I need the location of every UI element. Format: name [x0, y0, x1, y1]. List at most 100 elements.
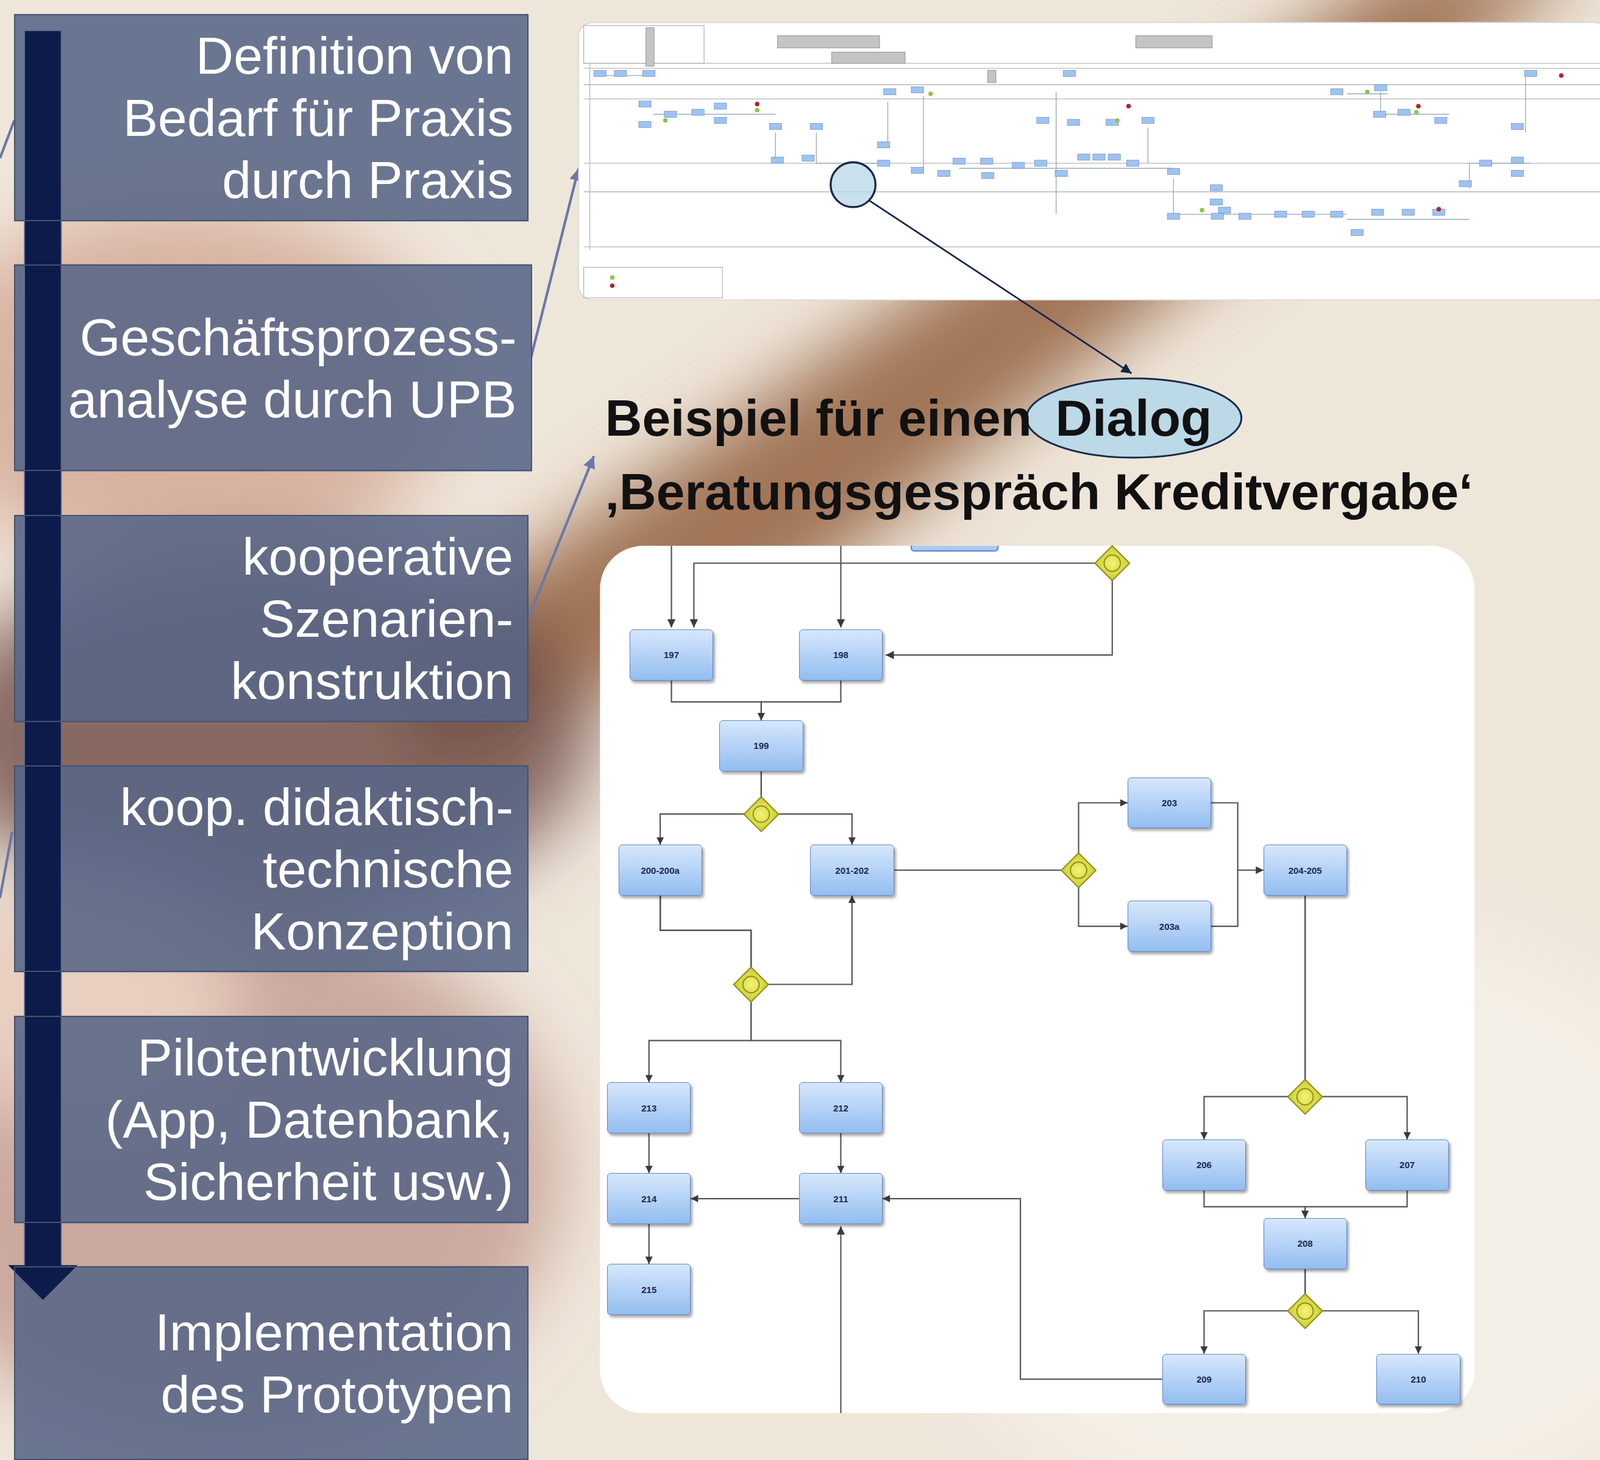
- leader-line: [0, 832, 13, 899]
- process-model-screenshot: [583, 63, 1600, 250]
- leader-line: [0, 120, 15, 159]
- node-text: 201-202: [835, 865, 869, 876]
- flow-connector: [882, 1198, 1163, 1380]
- miniature-box: [714, 117, 727, 124]
- dialog-step-box: 197: [629, 629, 714, 681]
- gateway-diamond: [743, 797, 779, 832]
- flow-connector: [761, 771, 853, 846]
- process-model-screenshot: [578, 22, 1600, 300]
- miniature-dot: [610, 283, 615, 288]
- process-model-screenshot: [583, 25, 705, 64]
- process-step-box: koop. didaktisch- technische Konzeption: [14, 765, 529, 973]
- gateway-diamond: [1297, 1303, 1314, 1320]
- miniature-box: [1373, 111, 1386, 118]
- miniature-dot: [663, 118, 668, 123]
- flow-connector: [1211, 803, 1263, 872]
- miniature-box: [1301, 211, 1315, 218]
- miniature-box: [877, 142, 890, 149]
- miniature-dot: [1436, 207, 1441, 212]
- miniature-box: [1274, 211, 1287, 218]
- process-step-box: Implementation des Prototypen: [14, 1266, 529, 1460]
- gateway-diamond: [1287, 1294, 1323, 1329]
- node-text: 203: [1161, 797, 1177, 809]
- node-text: Geschäftsprozess- analyse durch UPB: [34, 305, 517, 431]
- miniature-box: [1511, 123, 1524, 130]
- node-text: 213: [641, 1103, 657, 1114]
- flow-context-lines: [885, 563, 1113, 656]
- gateway-diamond: [733, 967, 769, 1003]
- node-text: 206: [1196, 1159, 1212, 1171]
- miniature-box: [714, 103, 727, 110]
- process-step-box: kooperative Szenarien- konstruktion: [14, 515, 529, 723]
- flow-connector: [690, 1198, 799, 1200]
- node-text: 197: [663, 649, 680, 661]
- miniature-dot: [1114, 118, 1120, 123]
- process-step-box: Definition von Bedarf für Praxis durch P…: [14, 14, 529, 222]
- miniature-box: [877, 160, 890, 167]
- node-text: Pilotentwicklung (App, Datenbank, Sicher…: [62, 1026, 514, 1213]
- miniature-box: [1351, 229, 1364, 236]
- miniature-box: [1434, 117, 1448, 124]
- miniature-dot: [928, 91, 933, 96]
- connector-layer: [649, 680, 1419, 1380]
- gateway-diamond: [1287, 1079, 1323, 1115]
- dialog-step-box: 204-205: [1263, 844, 1348, 896]
- flow-context-lines: [839, 1226, 842, 1414]
- miniature-dot: [1126, 103, 1131, 108]
- miniature-box: [1479, 160, 1492, 167]
- step-box-fill: [14, 765, 529, 973]
- miniature-box: [1126, 160, 1139, 167]
- flow-context-lines: [670, 546, 672, 628]
- flow-connector: [1203, 1191, 1305, 1219]
- miniature-box: [1511, 157, 1524, 164]
- node-text: kooperative Szenarien- konstruktion: [62, 525, 514, 712]
- gateway-diamond: [1070, 862, 1087, 879]
- dialog-step-box: 211: [799, 1173, 883, 1225]
- node-text: 199: [753, 740, 769, 751]
- miniature-box: [638, 121, 651, 128]
- highlight-ellipse: Dialog: [1025, 377, 1243, 459]
- flow-connector: [660, 896, 841, 1083]
- dialog-step-box: 209: [1162, 1354, 1246, 1406]
- flow-connector: [1203, 896, 1305, 1140]
- miniature-box: [1330, 211, 1343, 218]
- step-box-fill: [14, 14, 532, 1460]
- process-model-screenshot: [988, 70, 996, 83]
- node-text: Dialog: [1055, 387, 1213, 449]
- miniature-box: [953, 158, 966, 165]
- miniature-box: [1055, 170, 1068, 177]
- miniature-box: [638, 101, 651, 108]
- node-text: 208: [1297, 1238, 1313, 1249]
- miniature-box: [1330, 88, 1343, 96]
- heading: Beispiel für einen: [605, 387, 1032, 449]
- miniature-dot: [1365, 89, 1370, 94]
- miniature-box: [1524, 70, 1537, 77]
- process-model-screenshot: [1135, 35, 1213, 49]
- miniature-box: [1511, 170, 1524, 177]
- miniature-dot: [1414, 109, 1419, 114]
- flow-connector: [660, 896, 853, 985]
- flow-connector: [839, 1133, 842, 1174]
- miniature-box: [1012, 162, 1025, 169]
- miniature-box: [1211, 213, 1224, 220]
- miniature-dot: [610, 275, 615, 280]
- miniature-box: [1209, 198, 1223, 205]
- dialog-step-box: 200-200a: [618, 844, 703, 896]
- process-model-screenshot: [583, 25, 1600, 299]
- miniature-box: [911, 167, 924, 174]
- miniature-box: [980, 158, 993, 165]
- miniature-box: [1167, 168, 1180, 175]
- miniature-box: [1077, 154, 1090, 161]
- dialog-step-box: 207: [1365, 1139, 1449, 1192]
- miniature-box: [1036, 117, 1049, 124]
- miniature-box: [614, 70, 627, 77]
- miniature-box: [1218, 207, 1231, 214]
- miniature-box: [1459, 180, 1472, 187]
- node-text: Definition von Bedarf für Praxis durch P…: [62, 24, 514, 211]
- process-model-screenshot: [646, 27, 1213, 83]
- miniature-box: [643, 70, 656, 77]
- flow-panel: [599, 546, 1475, 1414]
- dialog-step-box: 214: [607, 1173, 691, 1225]
- process-model-screenshot: [583, 267, 723, 299]
